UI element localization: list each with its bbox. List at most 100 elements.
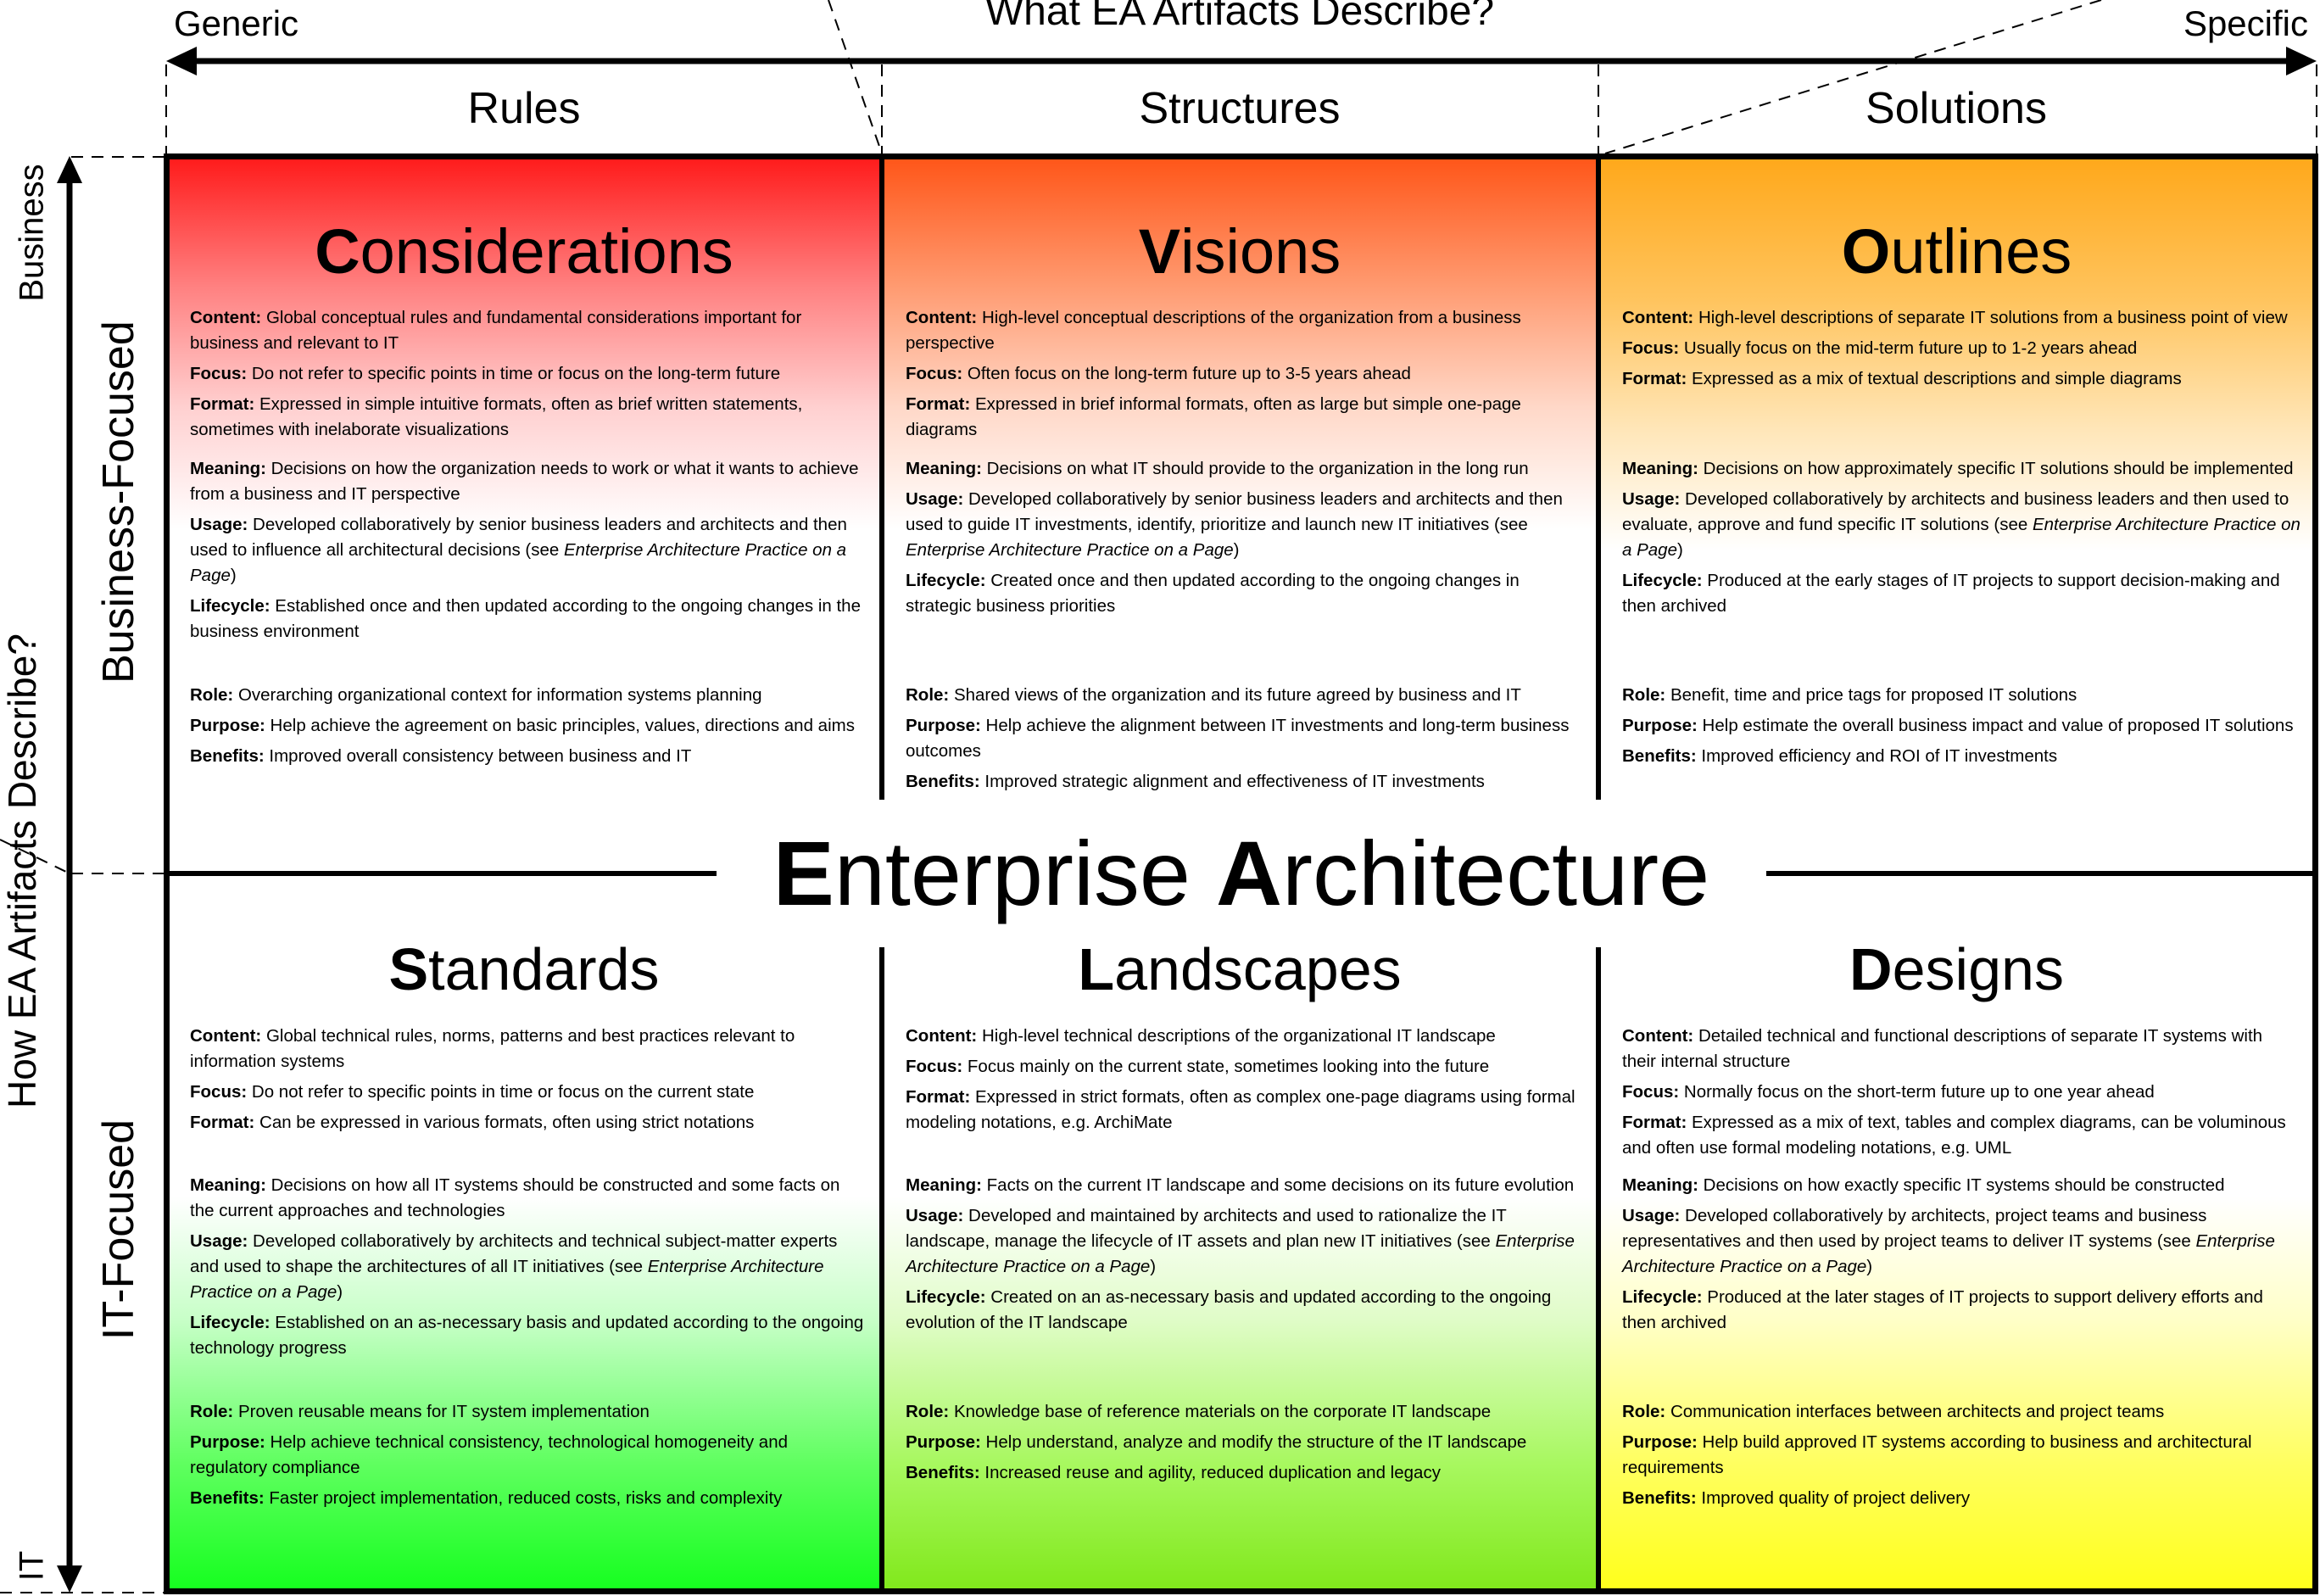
item-text-after: ): [1150, 1257, 1157, 1276]
item-text: Focus mainly on the current state, somet…: [962, 1057, 1490, 1076]
cell-group: Role: Overarching organizational context…: [190, 683, 868, 774]
item-text: Improved strategic alignment and effecti…: [979, 772, 1485, 791]
item-text-after: ): [1676, 540, 1683, 560]
cell-group: Role: Shared views of the organization a…: [906, 683, 1584, 800]
item-label: Content:: [1622, 308, 1694, 327]
item-label: Meaning:: [1622, 1175, 1698, 1195]
item-text: Expressed as a mix of textual descriptio…: [1687, 369, 2182, 388]
cell-title-landscapes: Landscapes: [882, 931, 1598, 1007]
item-label: Benefits:: [190, 1488, 265, 1508]
cell-title-rest: onsiderations: [360, 216, 733, 287]
item-label: Content:: [1622, 1026, 1694, 1046]
item-text: Detailed technical and functional descri…: [1622, 1026, 2263, 1071]
column-header-rules: Rules: [467, 84, 581, 133]
cell-item: Format: Expressed as a mix of text, tabl…: [1622, 1110, 2300, 1161]
cell-title-initial: O: [1841, 216, 1891, 287]
grid-mid-left: [164, 871, 717, 876]
item-label: Lifecycle:: [190, 596, 270, 616]
grid-border-bottom: [164, 1588, 2318, 1594]
item-text-after: ): [337, 1282, 343, 1302]
item-reference: Enterprise Architecture Practice on a Pa…: [906, 1231, 1575, 1276]
item-label: Purpose:: [906, 716, 981, 735]
item-label: Meaning:: [1622, 459, 1698, 478]
cell-item: Format: Can be expressed in various form…: [190, 1110, 868, 1136]
cell-title-initial: D: [1849, 936, 1893, 1002]
item-label: Role:: [1622, 685, 1666, 705]
item-label: Format:: [906, 1087, 971, 1107]
item-label: Meaning:: [906, 1175, 982, 1195]
item-label: Usage:: [190, 515, 248, 534]
cell-item: Purpose: Help achieve the agreement on b…: [190, 713, 868, 739]
cell-title-rest: utlines: [1890, 216, 2072, 287]
item-label: Role:: [906, 1402, 950, 1421]
cell-item: Format: Expressed in brief informal form…: [906, 392, 1584, 443]
vertical-arrow: [57, 156, 82, 1593]
grid-col2-bottom: [1596, 947, 1601, 1593]
column-header-structures: Structures: [1139, 84, 1341, 133]
item-label: Purpose:: [1622, 716, 1698, 735]
cell-item: Purpose: Help achieve the alignment betw…: [906, 713, 1584, 764]
cell-group: Role: Knowledge base of reference materi…: [906, 1399, 1584, 1491]
center-title-rest2: rchitecture: [1282, 822, 1710, 924]
item-label: Format:: [906, 394, 971, 414]
cell-item: Benefits: Improved strategic alignment a…: [906, 769, 1584, 795]
item-label: Role:: [190, 1402, 234, 1421]
item-text: Developed collaboratively by senior busi…: [190, 515, 847, 560]
cell-item: Benefits: Improved quality of project de…: [1622, 1486, 2300, 1511]
cell-group: Content: High-level descriptions of sepa…: [1622, 305, 2300, 397]
item-reference: Enterprise Architecture Practice on a Pa…: [190, 1257, 824, 1302]
item-label: Format:: [1622, 1113, 1687, 1132]
item-text: Global technical rules, norms, patterns …: [190, 1026, 795, 1071]
item-text: Expressed in strict formats, often as co…: [906, 1087, 1575, 1132]
cell-title-initial: V: [1138, 216, 1181, 287]
cell-item: Focus: Focus mainly on the current state…: [906, 1054, 1584, 1080]
item-label: Usage:: [906, 1206, 964, 1225]
cell-group: Content: Global conceptual rules and fun…: [190, 305, 868, 448]
item-label: Usage:: [1622, 489, 1681, 509]
item-text: Decisions on how all IT systems should b…: [190, 1175, 840, 1220]
grid-mid-right: [1766, 871, 2318, 876]
cell-group: Role: Benefit, time and price tags for p…: [1622, 683, 2300, 774]
item-text: Can be expressed in various formats, oft…: [254, 1113, 755, 1132]
cell-item: Benefits: Improved overall consistency b…: [190, 744, 868, 769]
grid-col1-top: [879, 153, 884, 800]
item-text: High-level descriptions of separate IT s…: [1693, 308, 2288, 327]
item-text: Global conceptual rules and fundamental …: [190, 308, 802, 353]
item-text: Help achieve technical consistency, tech…: [190, 1432, 788, 1477]
cell-item: Format: Expressed in strict formats, oft…: [906, 1085, 1584, 1136]
cell-item: Purpose: Help achieve technical consiste…: [190, 1430, 868, 1481]
cell-group: Role: Proven reusable means for IT syste…: [190, 1399, 868, 1516]
item-text: Developed collaboratively by senior busi…: [906, 489, 1563, 534]
cell-item: Content: Detailed technical and function…: [1622, 1024, 2300, 1074]
cell-item: Benefits: Faster project implementation,…: [190, 1486, 868, 1511]
cell-item: Meaning: Facts on the current IT landsca…: [906, 1173, 1584, 1198]
item-reference: Enterprise Architecture Practice on a Pa…: [906, 540, 1234, 560]
item-label: Usage:: [1622, 1206, 1681, 1225]
cell-item: Content: High-level descriptions of sepa…: [1622, 305, 2300, 331]
cell-group: Meaning: Decisions on how exactly specif…: [1622, 1173, 2300, 1341]
column-header-solutions: Solutions: [1865, 84, 2047, 133]
item-label: Role:: [1622, 1402, 1666, 1421]
item-label: Purpose:: [1622, 1432, 1698, 1452]
cell-item: Format: Expressed as a mix of textual de…: [1622, 366, 2300, 392]
cell-item: Content: High-level technical descriptio…: [906, 1024, 1584, 1049]
item-text: Decisions on what IT should provide to t…: [981, 459, 1529, 478]
cell-title-initial: C: [315, 216, 360, 287]
item-text: Decisions on how exactly specific IT sys…: [1698, 1175, 2225, 1195]
cell-item: Meaning: Decisions on how exactly specif…: [1622, 1173, 2300, 1198]
cell-title-considerations: Considerations: [166, 214, 882, 290]
cell-item: Meaning: Decisions on how all IT systems…: [190, 1173, 868, 1224]
generic-label: Generic: [174, 3, 299, 43]
item-label: Format:: [190, 394, 255, 414]
item-text: Faster project implementation, reduced c…: [264, 1488, 783, 1508]
cell-item: Usage: Developed collaboratively by seni…: [906, 487, 1584, 563]
item-label: Focus:: [190, 1082, 248, 1102]
item-label: Lifecycle:: [906, 1287, 986, 1307]
item-label: Usage:: [906, 489, 964, 509]
item-text: Produced at the later stages of IT proje…: [1622, 1287, 2263, 1332]
cell-title-standards: Standards: [166, 931, 882, 1007]
